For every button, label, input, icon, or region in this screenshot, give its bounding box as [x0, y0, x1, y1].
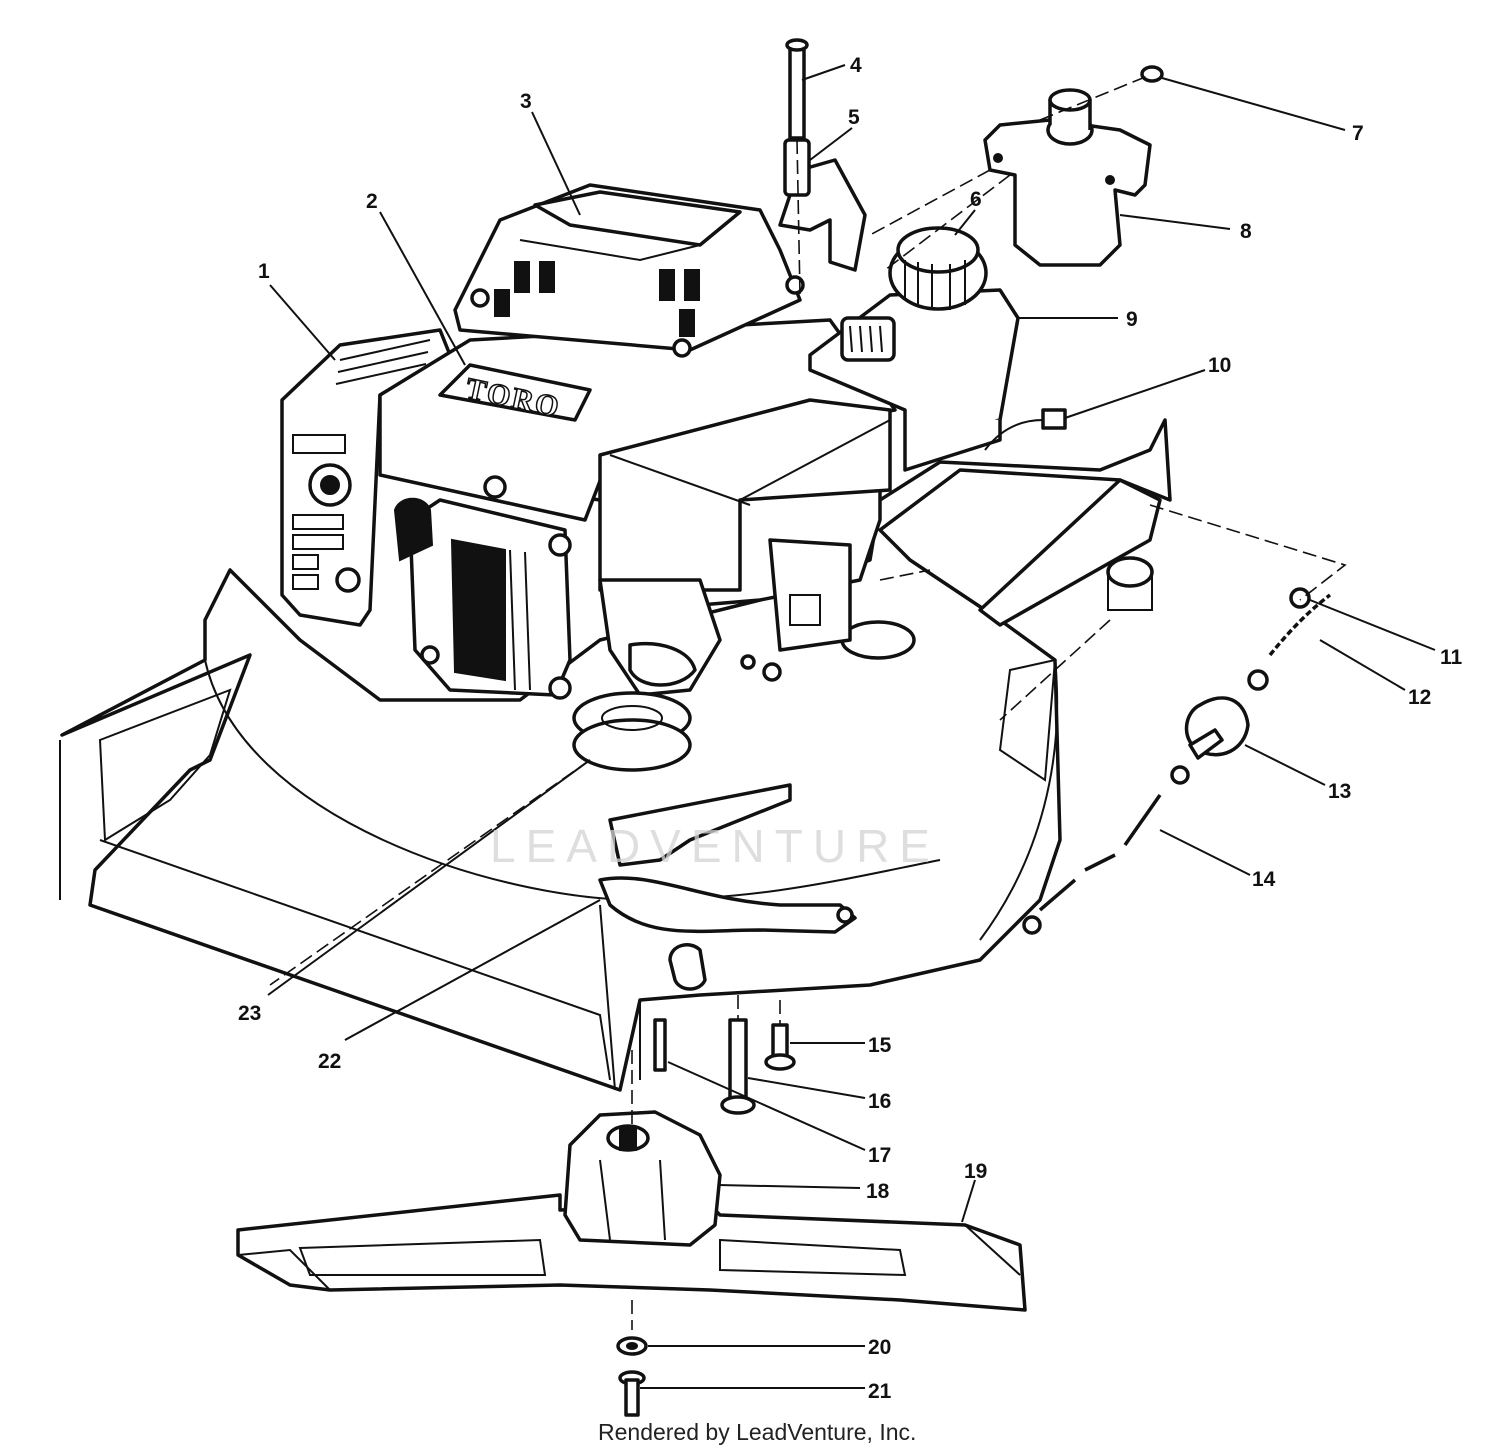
callout-20: 20 [868, 1336, 891, 1359]
callout-19: 19 [964, 1160, 987, 1183]
watermark-text: LEADVENTURE [490, 820, 940, 872]
fuel-line-assembly [1022, 587, 1332, 935]
callout-18: 18 [866, 1180, 890, 1203]
callout-15: 15 [868, 1034, 892, 1057]
callout-5: 5 [848, 106, 860, 129]
callout-16: 16 [868, 1090, 891, 1113]
electric-starter [983, 88, 1152, 267]
callout-17: 17 [868, 1144, 891, 1167]
credit-text: Rendered by LeadVenture, Inc. [598, 1419, 916, 1445]
callout-22: 22 [318, 1050, 341, 1073]
callout-13: 13 [1328, 780, 1351, 803]
callout-4: 4 [850, 54, 862, 77]
callout-21: 21 [868, 1380, 892, 1403]
callout-23: 23 [238, 1002, 261, 1025]
callout-labels: 1 2 3 4 5 6 7 8 9 10 11 12 13 14 15 16 1… [238, 54, 1463, 1403]
blade-assembly [236, 1110, 1027, 1312]
callout-14: 14 [1252, 868, 1276, 891]
callout-9: 9 [1126, 308, 1138, 331]
callout-6: 6 [970, 188, 982, 211]
callout-7: 7 [1352, 122, 1364, 145]
callout-1: 1 [258, 260, 270, 283]
callout-12: 12 [1408, 686, 1431, 709]
leader-lines [267, 64, 1436, 1389]
callout-10: 10 [1208, 354, 1231, 377]
callout-2: 2 [366, 190, 378, 213]
callout-11: 11 [1440, 646, 1463, 669]
callout-3: 3 [520, 90, 532, 113]
callout-8: 8 [1240, 220, 1252, 243]
